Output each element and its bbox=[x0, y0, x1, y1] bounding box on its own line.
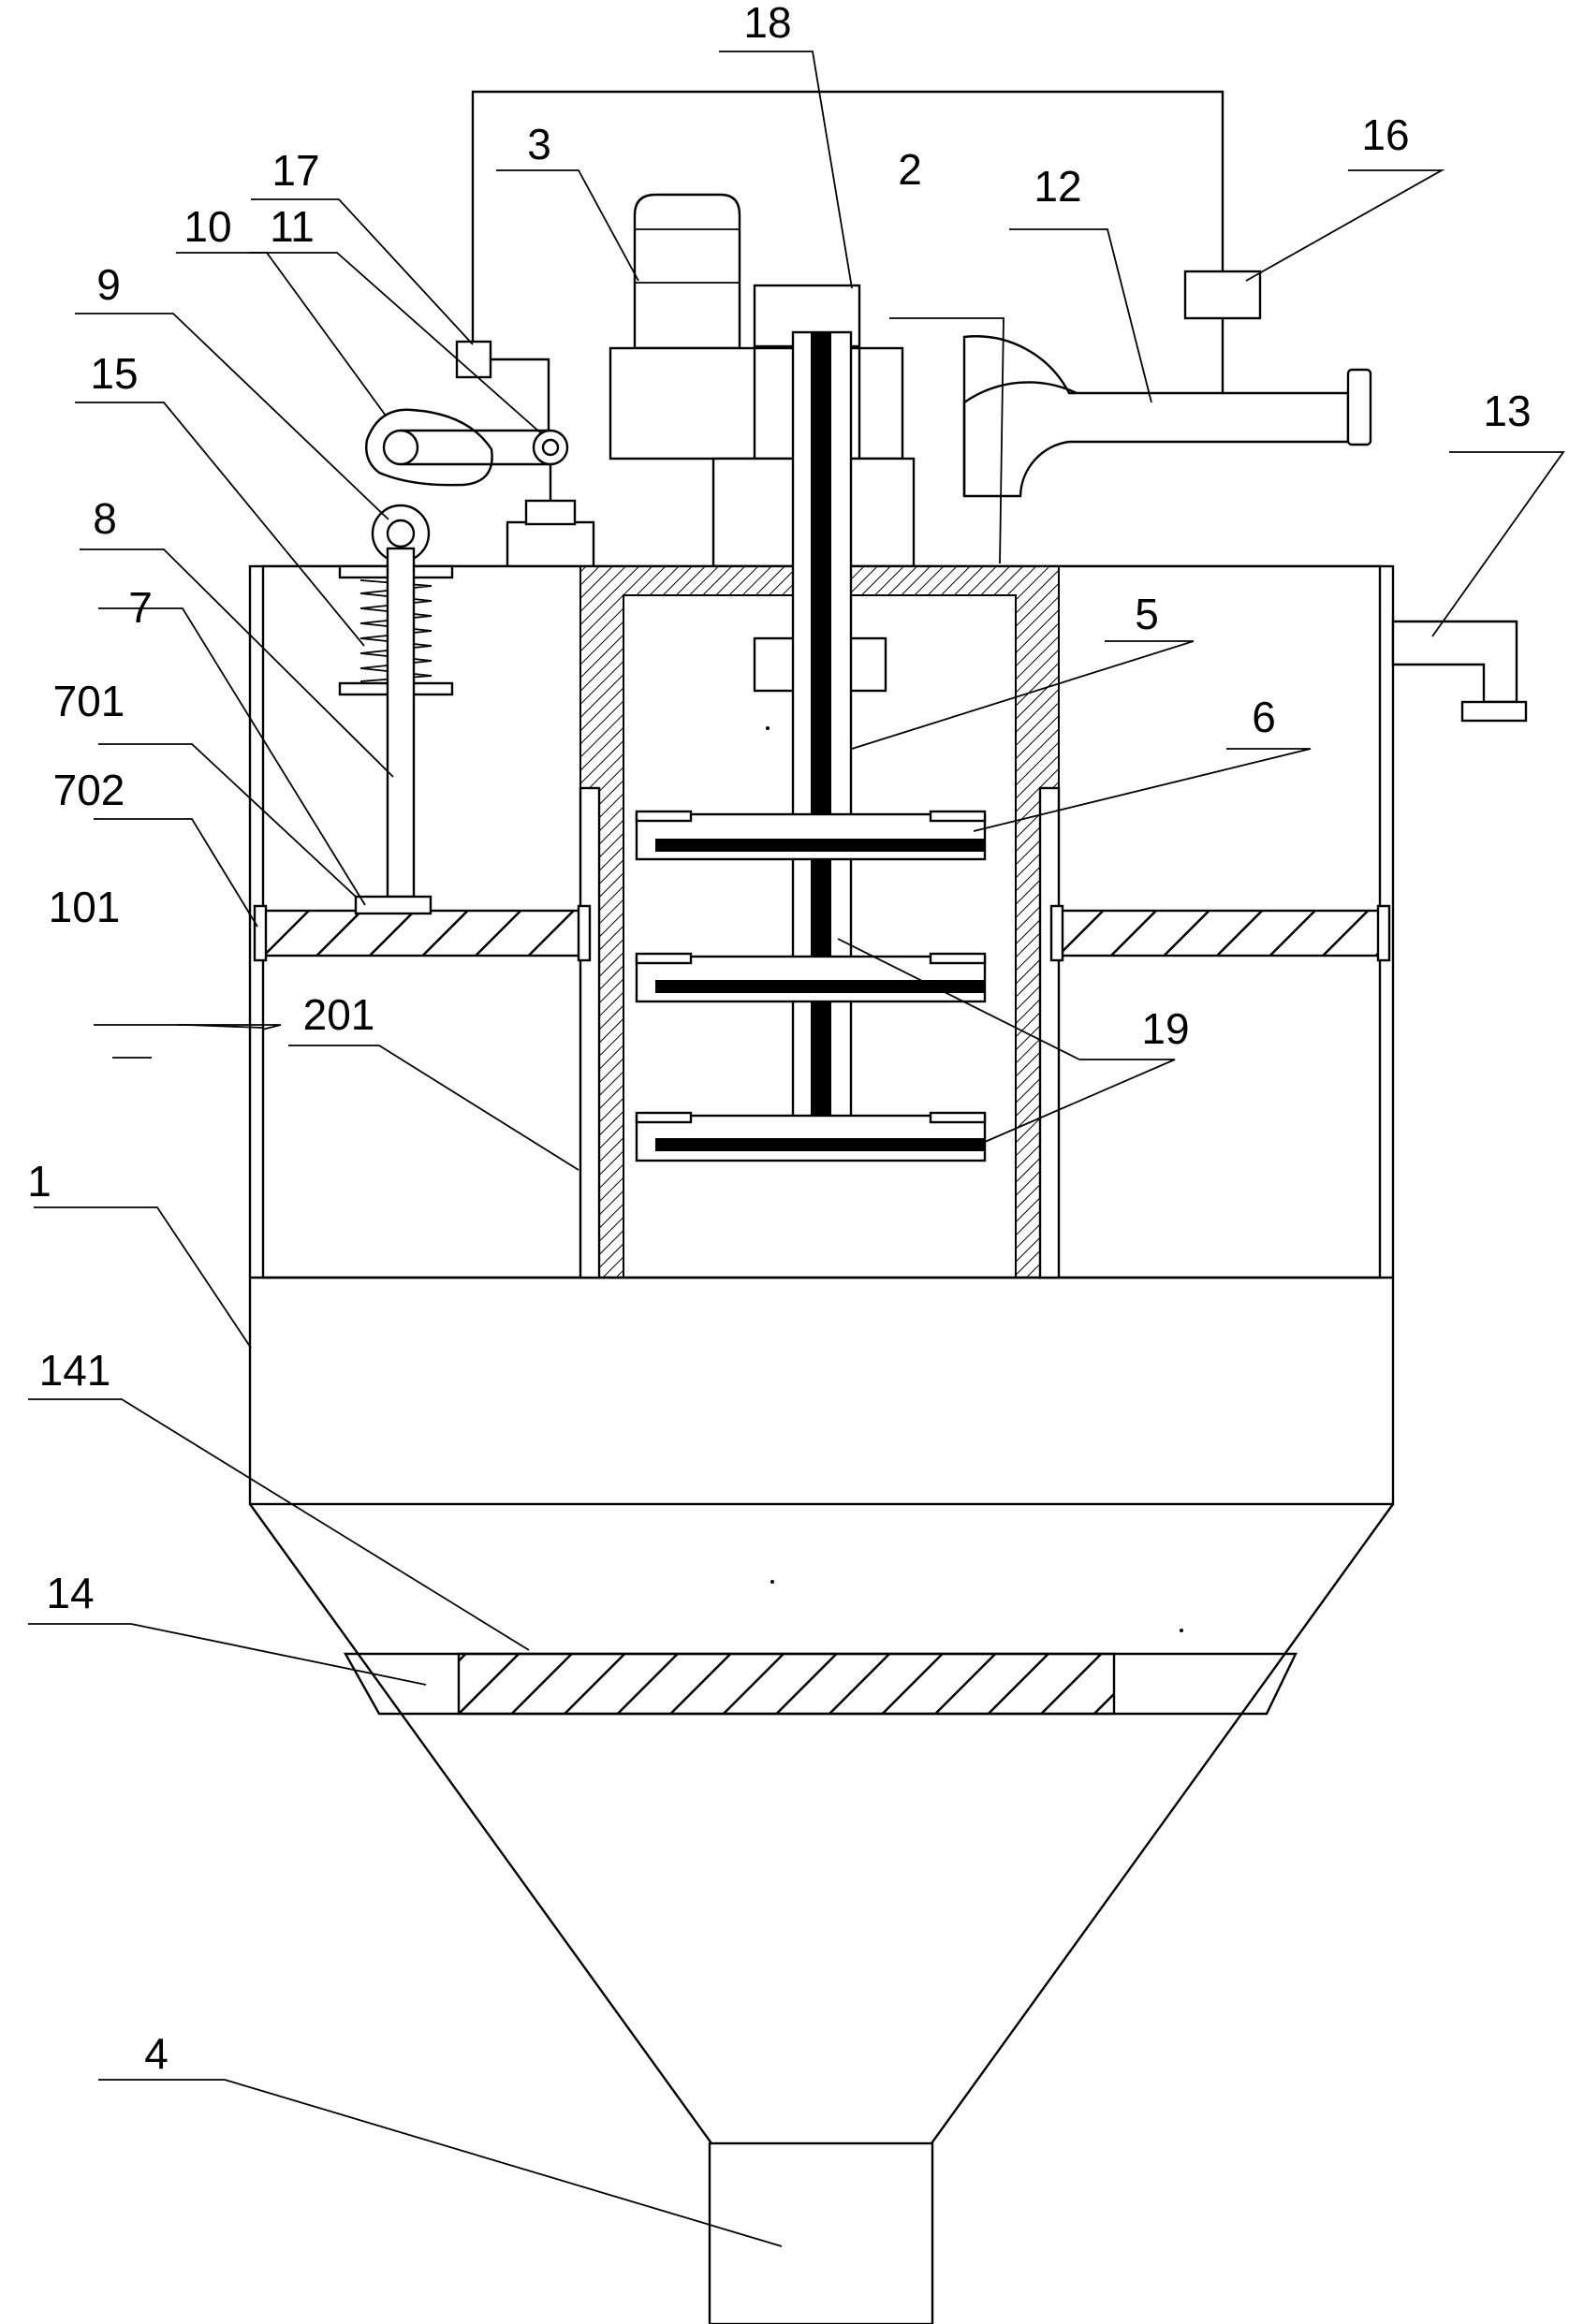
label-16: 16 bbox=[1361, 110, 1409, 159]
label-101: 101 bbox=[49, 883, 121, 931]
label-5: 5 bbox=[1135, 590, 1159, 638]
control-wiring bbox=[455, 90, 1262, 431]
label-18: 18 bbox=[743, 0, 791, 47]
label-2: 2 bbox=[898, 145, 922, 194]
label-15: 15 bbox=[90, 349, 138, 398]
reference-labels: 1 2 3 4 5 6 7 8 9 10 11 12 13 14 15 16 1… bbox=[27, 0, 1531, 2078]
label-1: 1 bbox=[27, 1157, 51, 1206]
discharge-pipe-12 bbox=[962, 335, 1372, 498]
leader-lines bbox=[28, 51, 1565, 2247]
spring-15 bbox=[359, 579, 433, 682]
filter-screen-14 bbox=[457, 1652, 1116, 1716]
blade-tier-1 bbox=[635, 810, 987, 861]
controller-17 bbox=[455, 340, 492, 379]
label-13: 13 bbox=[1483, 387, 1531, 435]
hopper bbox=[249, 1503, 1394, 2324]
seal-702 bbox=[253, 904, 268, 962]
label-9: 9 bbox=[96, 260, 121, 309]
label-201: 201 bbox=[303, 990, 375, 1039]
blade-tier-3 bbox=[635, 1111, 987, 1162]
blade-6 bbox=[655, 839, 985, 852]
label-11: 11 bbox=[270, 202, 315, 251]
screen-7-right bbox=[1057, 909, 1382, 957]
screen-left bbox=[253, 904, 592, 962]
label-17: 17 bbox=[271, 146, 319, 195]
blade-19a bbox=[655, 980, 985, 993]
rod-foot-701 bbox=[354, 895, 433, 915]
screen-right bbox=[1049, 904, 1391, 962]
cam-10 bbox=[365, 408, 493, 487]
label-701: 701 bbox=[53, 677, 125, 725]
label-3: 3 bbox=[527, 120, 551, 168]
label-10: 10 bbox=[183, 202, 231, 251]
label-6: 6 bbox=[1252, 693, 1276, 741]
cam-mechanism bbox=[365, 408, 595, 569]
pipe-flange bbox=[1346, 368, 1372, 446]
push-rod-8 bbox=[386, 547, 416, 899]
mesh-201 bbox=[579, 786, 601, 1279]
motor-assembly bbox=[609, 193, 916, 568]
outlet-4 bbox=[708, 2141, 934, 2324]
label-7: 7 bbox=[128, 583, 153, 632]
blade-tier-2 bbox=[635, 952, 987, 1003]
motor-3 bbox=[633, 193, 741, 350]
drive-base bbox=[506, 520, 595, 569]
agitator bbox=[635, 330, 987, 1162]
label-12: 12 bbox=[1034, 162, 1081, 211]
blade-19b bbox=[655, 1138, 985, 1151]
label-141: 141 bbox=[39, 1346, 111, 1395]
vent-pipe-13 bbox=[1391, 620, 1528, 723]
label-19: 19 bbox=[1141, 1004, 1189, 1053]
label-4: 4 bbox=[144, 2029, 169, 2078]
screen-7-left bbox=[262, 909, 582, 957]
push-rod-assembly bbox=[338, 547, 454, 915]
label-8: 8 bbox=[93, 494, 117, 543]
label-702: 702 bbox=[53, 766, 125, 814]
shaft-5 bbox=[811, 332, 831, 1139]
label-14: 14 bbox=[46, 1569, 94, 1617]
